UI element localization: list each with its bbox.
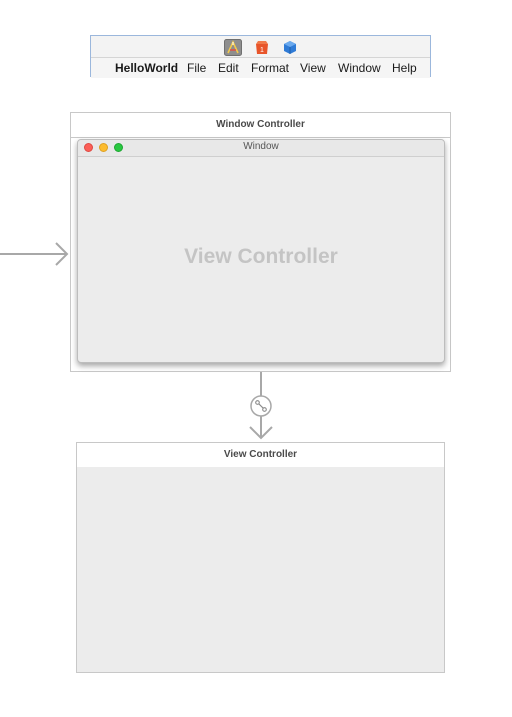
window-titlebar: Window bbox=[78, 140, 444, 157]
app-icon[interactable] bbox=[224, 39, 242, 56]
view-controller-content bbox=[77, 467, 444, 672]
segue-relationship-icon[interactable] bbox=[255, 400, 267, 412]
close-button-icon bbox=[84, 143, 93, 152]
svg-text:1: 1 bbox=[260, 47, 264, 54]
menu-window[interactable]: Window bbox=[338, 61, 381, 75]
first-responder-icon[interactable]: 1 bbox=[253, 39, 271, 56]
window-title: Window bbox=[243, 141, 279, 152]
menu-bar: HelloWorld File Edit Format View Window … bbox=[91, 57, 430, 78]
menu-view[interactable]: View bbox=[300, 61, 326, 75]
menu-file[interactable]: File bbox=[187, 61, 207, 75]
main-menu-scene[interactable]: 1 HelloWorld File Edit Format View Windo… bbox=[90, 35, 431, 78]
entry-point-arrow-icon[interactable] bbox=[0, 242, 69, 266]
menu-app-name[interactable]: HelloWorld bbox=[115, 61, 179, 75]
scene-dock: 1 bbox=[91, 38, 430, 58]
window-frame[interactable]: Window View Controller bbox=[77, 139, 445, 363]
view-controller-scene[interactable]: View Controller bbox=[76, 442, 445, 673]
menu-format[interactable]: Format bbox=[251, 61, 290, 75]
menu-help[interactable]: Help bbox=[392, 61, 417, 75]
object-cube-icon[interactable] bbox=[281, 39, 299, 56]
segue-connection[interactable] bbox=[249, 372, 273, 440]
zoom-button-icon bbox=[114, 143, 123, 152]
minimize-button-icon bbox=[99, 143, 108, 152]
window-controller-title: Window Controller bbox=[71, 113, 450, 138]
view-controller-placeholder: View Controller bbox=[184, 245, 338, 268]
menu-edit[interactable]: Edit bbox=[218, 61, 239, 75]
